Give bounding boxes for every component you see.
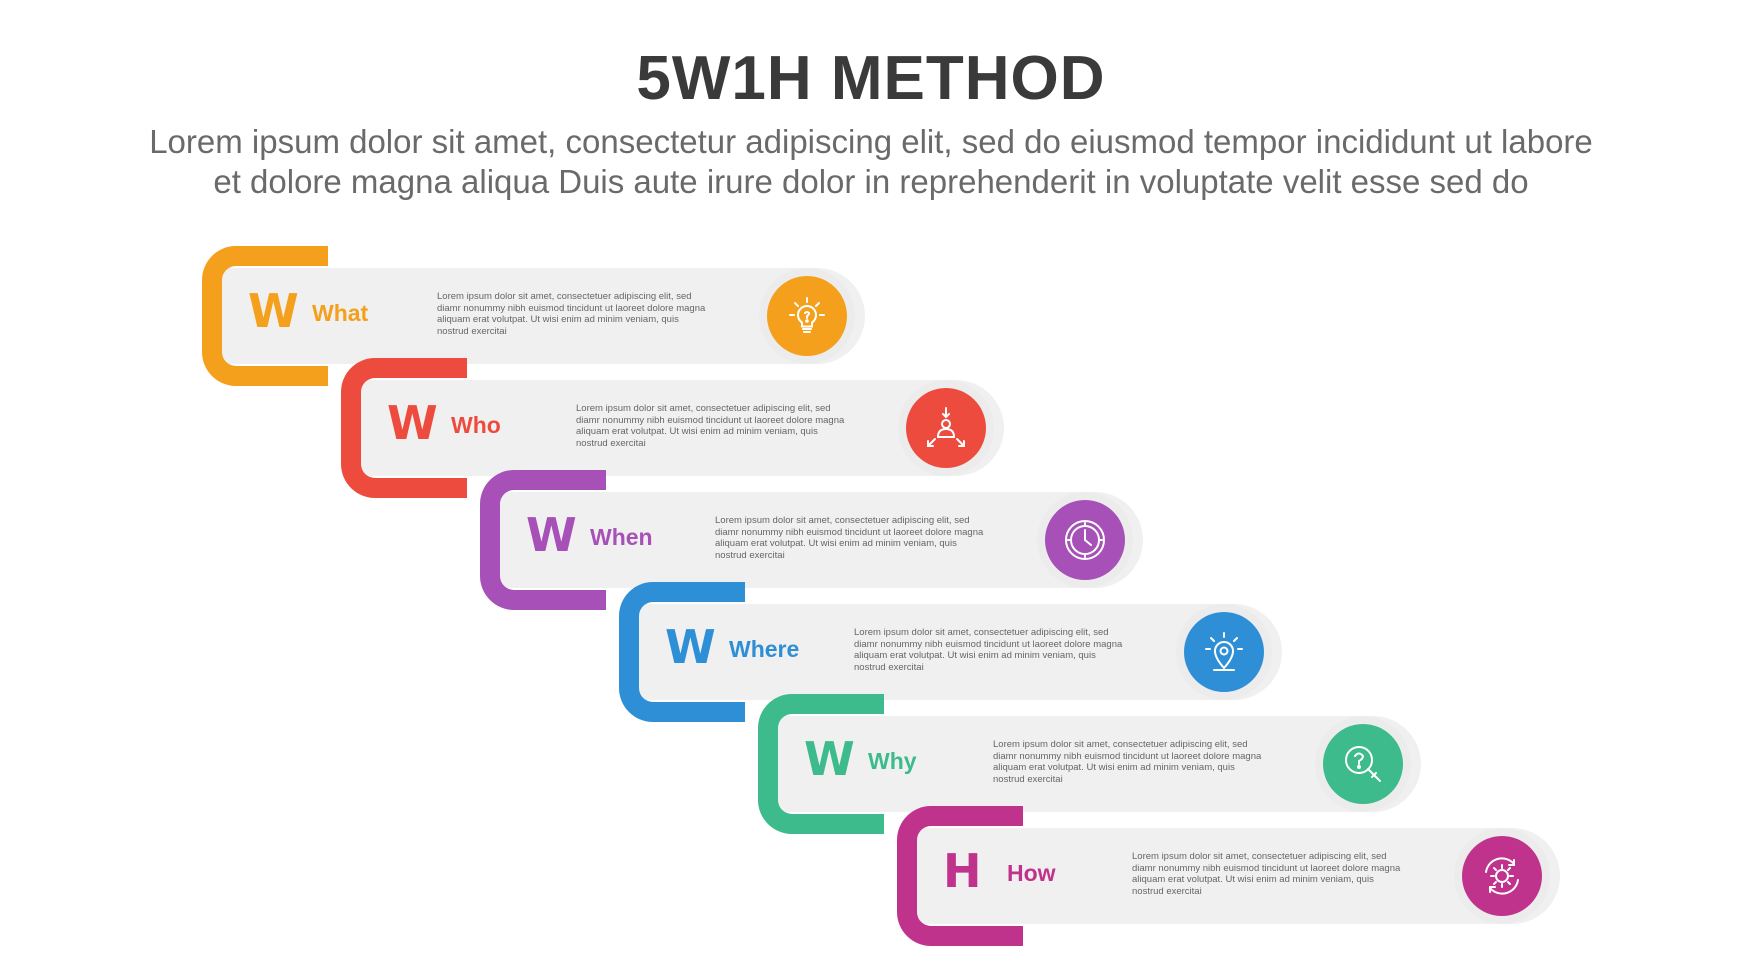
step-bar [917, 828, 1560, 924]
step-when: W When Lorem ipsum dolor sit amet, conse… [480, 470, 1143, 610]
step-letter: W [665, 620, 716, 674]
lightbulb-icon [767, 276, 847, 356]
desc-line: aliquam erat volutpat. Ut wisi enim ad m… [437, 314, 679, 325]
desc-line: Lorem ipsum dolor sit amet, consectetuer… [993, 739, 1248, 750]
step-bracket [897, 806, 1023, 946]
desc-line: diamr nonummy nibh euismod tincidunt ut … [854, 638, 1123, 650]
step-label: How [1007, 860, 1056, 886]
step-letter: W [804, 732, 855, 786]
step-description: Lorem ipsum dolor sit amet, consectetuer… [576, 403, 866, 449]
desc-line: nostrud exercitai [854, 661, 924, 673]
icon-ring [1315, 716, 1411, 812]
icon-ring [1037, 492, 1133, 588]
desc-line: Lorem ipsum dolor sit amet, consectetuer… [715, 515, 970, 526]
step-description: Lorem ipsum dolor sit amet, consectetuer… [715, 515, 1005, 561]
step-description: Lorem ipsum dolor sit amet, consectetuer… [854, 627, 1144, 673]
icon-ring [1176, 604, 1272, 700]
step-how: H How Lorem ipsum dolor sit amet, consec… [897, 806, 1560, 946]
desc-line: diamr nonummy nibh euismod tincidunt ut … [715, 526, 984, 538]
step-description: Lorem ipsum dolor sit amet, consectetuer… [993, 739, 1283, 785]
step-description: Lorem ipsum dolor sit amet, consectetuer… [437, 291, 727, 337]
desc-line: nostrud exercitai [437, 325, 507, 337]
desc-line: diamr nonummy nibh euismod tincidunt ut … [993, 750, 1262, 762]
step-letter: W [248, 284, 299, 338]
step-bar [639, 604, 1282, 700]
desc-line: Lorem ipsum dolor sit amet, consectetuer… [854, 627, 1109, 638]
icon-ring [1454, 828, 1550, 924]
desc-line: aliquam erat volutpat. Ut wisi enim ad m… [993, 762, 1235, 773]
desc-line: diamr nonummy nibh euismod tincidunt ut … [576, 414, 845, 426]
step-where: W Where Lorem ipsum dolor sit amet, cons… [619, 582, 1282, 722]
step-letter: W [526, 508, 577, 562]
desc-line: nostrud exercitai [715, 549, 785, 561]
desc-line: nostrud exercitai [1132, 885, 1202, 897]
step-what: W What Lorem ipsum dolor sit amet, conse… [202, 246, 865, 386]
clock-icon [1045, 500, 1125, 580]
step-who: W Who Lorem ipsum dolor sit amet, consec… [341, 358, 1004, 498]
step-label: Who [451, 412, 501, 438]
step-label: What [312, 300, 369, 326]
subtitle-line-2: et dolore magna aliqua Duis aute irure d… [213, 163, 1529, 200]
person-arrows-icon [906, 388, 986, 468]
step-why: W Why Lorem ipsum dolor sit amet, consec… [758, 694, 1421, 834]
desc-line: diamr nonummy nibh euismod tincidunt ut … [1132, 862, 1401, 874]
desc-line: aliquam erat volutpat. Ut wisi enim ad m… [1132, 874, 1374, 885]
step-bracket [202, 246, 328, 386]
step-label: When [590, 524, 653, 550]
subtitle-line-1: Lorem ipsum dolor sit amet, consectetur … [149, 123, 1593, 160]
icon-ring [759, 268, 855, 364]
step-letter: H [943, 844, 982, 898]
step-bar [500, 492, 1143, 588]
desc-line: Lorem ipsum dolor sit amet, consectetuer… [1132, 851, 1387, 862]
step-label: Why [868, 748, 917, 774]
step-bar [778, 716, 1421, 812]
step-description: Lorem ipsum dolor sit amet, consectetuer… [1132, 851, 1422, 897]
step-label: Where [729, 636, 800, 662]
step-bar [361, 380, 1004, 476]
page-subtitle: Lorem ipsum dolor sit amet, consectetur … [60, 122, 1682, 202]
location-pin-icon [1184, 612, 1264, 692]
step-bracket [480, 470, 606, 610]
step-letter: W [387, 396, 438, 450]
icon-ring [898, 380, 994, 476]
desc-line: nostrud exercitai [993, 773, 1063, 785]
step-bar [222, 268, 865, 364]
step-bracket [619, 582, 745, 722]
desc-line: Lorem ipsum dolor sit amet, consectetuer… [437, 291, 692, 302]
step-bracket [758, 694, 884, 834]
desc-line: aliquam erat volutpat. Ut wisi enim ad m… [576, 426, 818, 437]
desc-line: aliquam erat volutpat. Ut wisi enim ad m… [854, 650, 1096, 661]
step-bracket [341, 358, 467, 498]
desc-line: diamr nonummy nibh euismod tincidunt ut … [437, 302, 706, 314]
question-magnifier-icon [1323, 724, 1403, 804]
desc-line: aliquam erat volutpat. Ut wisi enim ad m… [715, 538, 957, 549]
gear-cycle-icon [1462, 836, 1542, 916]
desc-line: nostrud exercitai [576, 437, 646, 449]
page-title: 5W1H METHOD [636, 44, 1106, 113]
desc-line: Lorem ipsum dolor sit amet, consectetuer… [576, 403, 831, 414]
